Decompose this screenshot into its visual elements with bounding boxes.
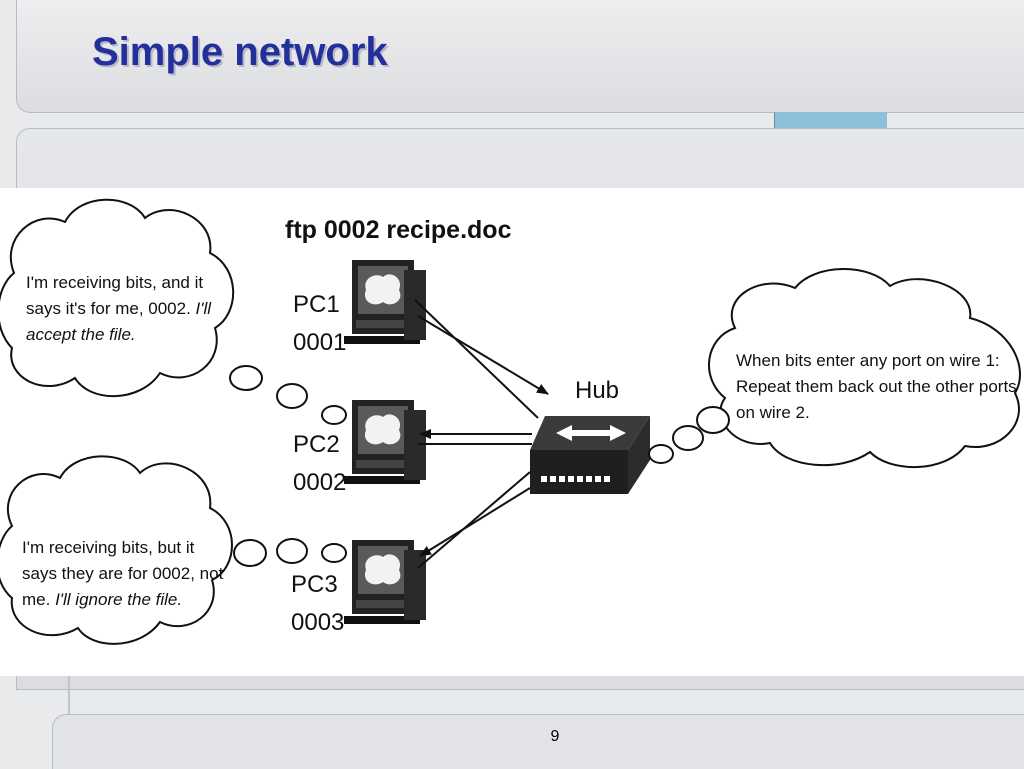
title-bar bbox=[16, 0, 1024, 113]
pc1-computer-icon bbox=[344, 260, 426, 344]
bubble-pc2-line2: says it's for me, 0002. I'll bbox=[26, 299, 212, 318]
wire-pc2-hub bbox=[418, 429, 532, 445]
bubble-hub-line3: on wire 2. bbox=[736, 403, 810, 422]
hub-icon bbox=[530, 416, 650, 494]
bubble-pc3-line1: I'm receiving bits, but it bbox=[22, 538, 195, 557]
pc2-address-label: 0002 bbox=[293, 469, 346, 496]
pc2-name-label: PC2 bbox=[293, 431, 340, 458]
wire-pc1-hub bbox=[414, 299, 549, 419]
footer-panel bbox=[52, 714, 1024, 769]
bubble-pc2-line1: I'm receiving bits, and it bbox=[26, 273, 203, 292]
pc2-computer-icon bbox=[344, 400, 426, 484]
network-diagram-svg: ftp 0002 recipe.doc PC1 0001 PC2 0002 PC… bbox=[0, 198, 1021, 645]
pc3-computer-icon bbox=[344, 540, 426, 624]
thought-bubble-hub bbox=[648, 268, 1021, 469]
bubble-hub-line2: Repeat them back out the other ports bbox=[736, 377, 1017, 396]
thought-bubble-pc3 bbox=[0, 455, 347, 645]
bubble-pc3-line3-italic: I'll ignore the file. bbox=[55, 590, 182, 609]
hub-label: Hub bbox=[575, 377, 619, 404]
accent-block bbox=[774, 112, 887, 128]
thought-bubble-pc2 bbox=[0, 198, 347, 425]
pc3-name-label: PC3 bbox=[291, 571, 338, 598]
bubble-pc2-line2-italic: I'll bbox=[196, 299, 213, 318]
bubble-pc3-line3: me. I'll ignore the file. bbox=[22, 590, 182, 609]
bubble-pc2-line3: accept the file. bbox=[26, 325, 136, 344]
bubble-pc3-line3-normal: me. bbox=[22, 590, 55, 609]
pc3-address-label: 0003 bbox=[291, 609, 344, 636]
bubble-pc3-line2: says they are for 0002, not bbox=[22, 564, 224, 583]
page-number: 9 bbox=[550, 728, 560, 745]
pc1-name-label: PC1 bbox=[293, 291, 340, 318]
slide-title: Simple network bbox=[92, 30, 388, 74]
bubble-hub-line1: When bits enter any port on wire 1: bbox=[736, 351, 1000, 370]
ftp-command-label: ftp 0002 recipe.doc bbox=[285, 216, 512, 244]
wire-pc3-hub bbox=[417, 471, 531, 569]
network-diagram: ftp 0002 recipe.doc PC1 0001 PC2 0002 PC… bbox=[0, 188, 1024, 676]
bubble-pc2-line2-normal: says it's for me, 0002. bbox=[26, 299, 196, 318]
pc1-address-label: 0001 bbox=[293, 329, 346, 356]
